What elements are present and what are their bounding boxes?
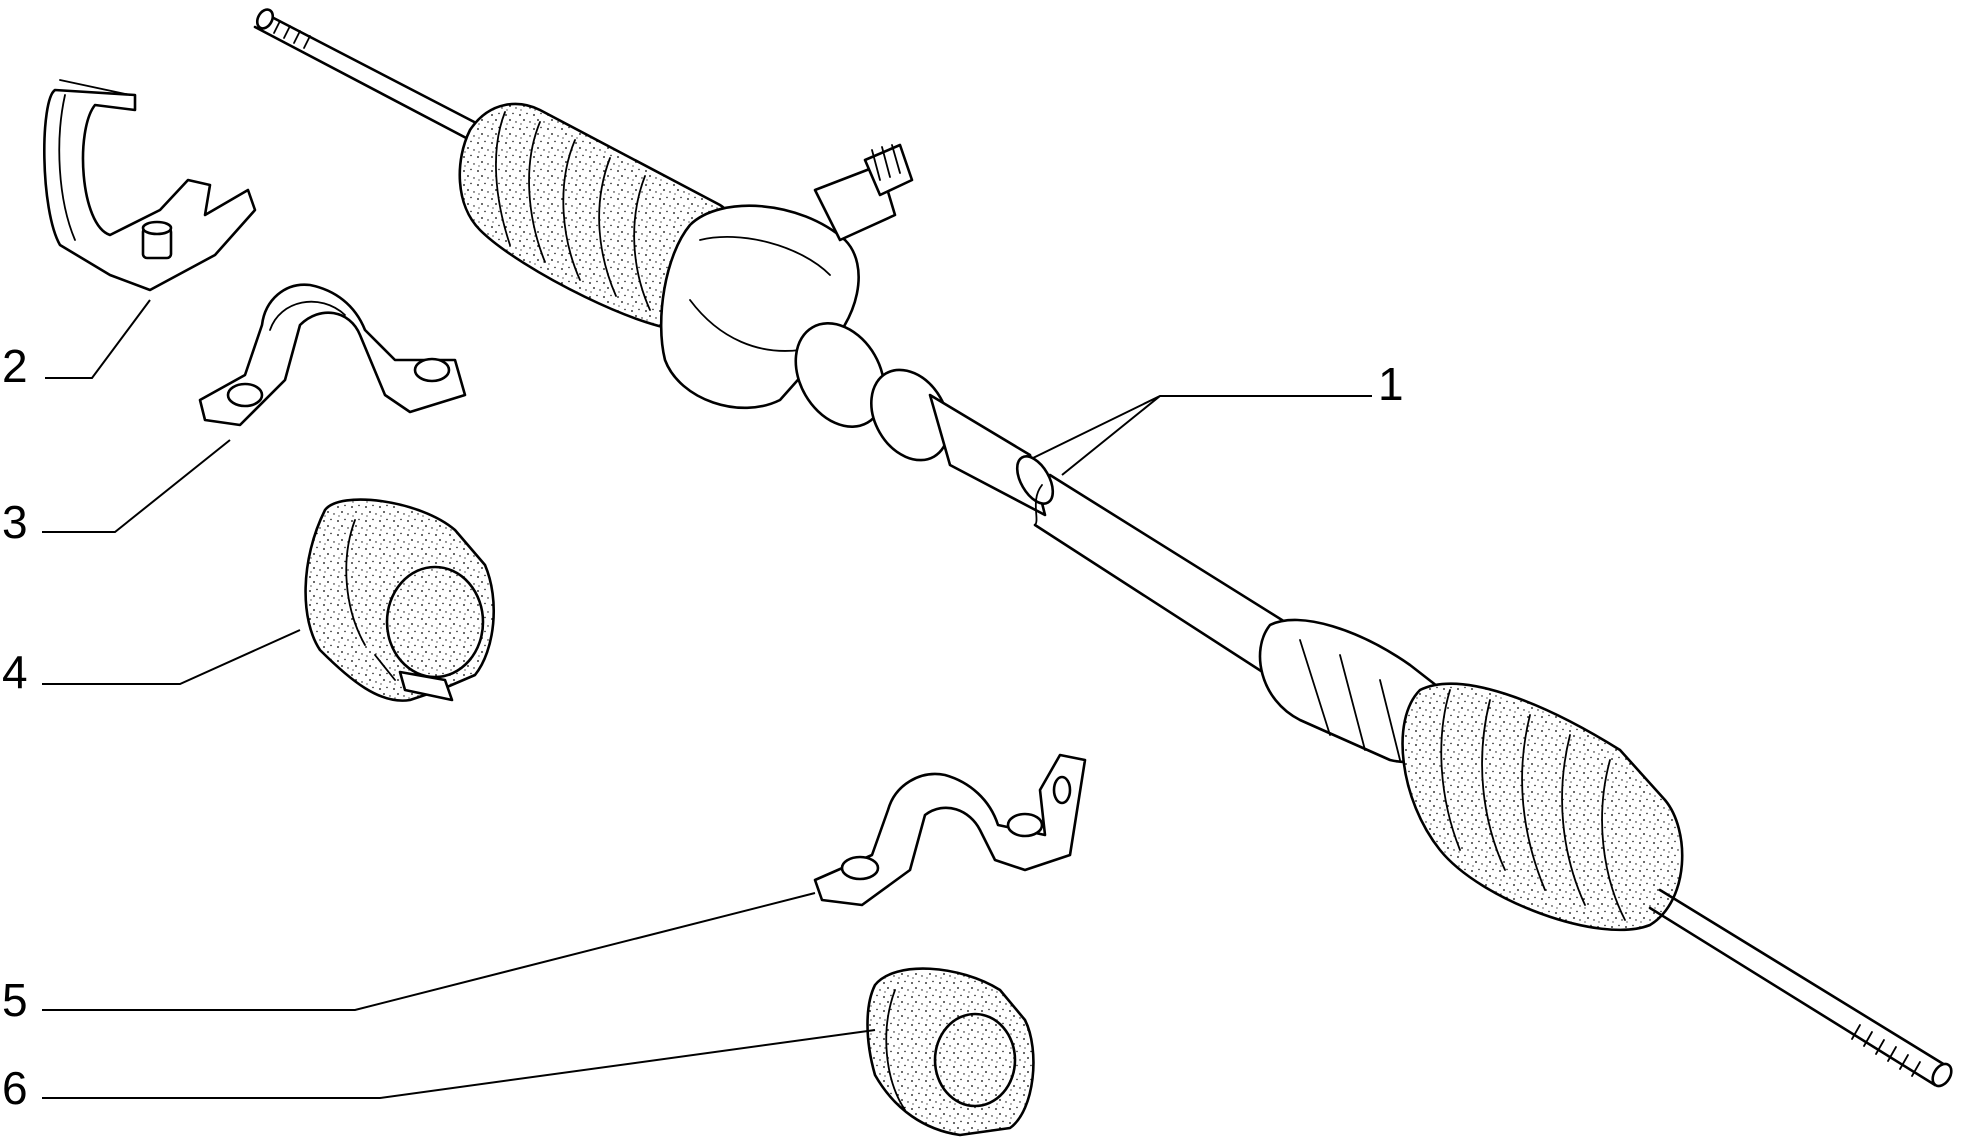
rack-tube-rear: [1033, 473, 1292, 682]
clamp-nut-right-5: [1006, 812, 1044, 838]
callout-5: 5: [2, 974, 28, 1026]
leader-6: [42, 1029, 876, 1099]
callout-3: 3: [2, 496, 28, 548]
callout-6: 6: [2, 1062, 28, 1114]
callout-labels: 1 2 3 4 5 6: [2, 340, 1404, 1114]
housing-collar-2: [870, 368, 950, 462]
bracket-hole: [1052, 775, 1072, 805]
right-bellows-folds: [1440, 689, 1626, 921]
leader-4: [42, 629, 301, 685]
clamp-nut-right: [413, 357, 451, 383]
leader-lines: [42, 299, 1372, 1099]
leader-3: [42, 439, 231, 533]
callout-2: 2: [2, 340, 28, 392]
left-bellows-folds: [495, 111, 651, 311]
part-3-mounting-clamp: [198, 283, 467, 427]
clamp-nut-left: [226, 382, 264, 408]
housing-collar-1: [794, 322, 886, 428]
left-tie-rod: [253, 8, 482, 142]
part-5-bracket-clamp: [813, 753, 1087, 907]
leader-5: [42, 892, 816, 1011]
leader-1: [1032, 395, 1372, 476]
pinion-shaft: [813, 143, 914, 242]
clamp-nut-left-5: [840, 855, 880, 881]
part-6-rubber-bushing: [866, 967, 1035, 1137]
callout-4: 4: [2, 646, 28, 698]
right-bellows-boot: [1401, 682, 1684, 932]
leader-2: [45, 299, 151, 379]
part-4-rubber-bushing: [304, 498, 495, 702]
right-tie-rod: [1648, 888, 1953, 1088]
rack-tube-front: [928, 393, 1047, 517]
steering-rack-assembly: [253, 8, 1953, 1088]
callout-1: 1: [1378, 358, 1404, 410]
part-2-support-bracket: [43, 79, 257, 292]
